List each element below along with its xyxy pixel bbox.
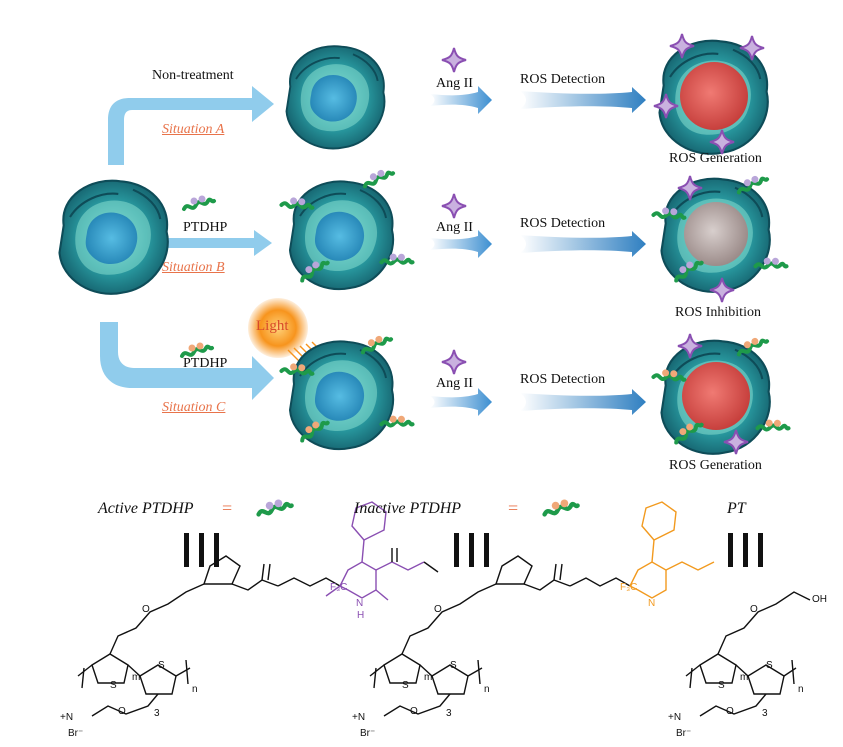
atom-h-active: H — [357, 610, 365, 621]
label-situation-a: Situation A — [162, 122, 225, 137]
structure-active-ptdhp — [77, 555, 341, 717]
legend-inactive-ptdhp-icon — [545, 500, 578, 515]
label-ang-ii-c: Ang II — [436, 376, 473, 391]
active-ptdhp-icon — [180, 340, 214, 358]
legend-pt: PT — [727, 500, 746, 517]
atom-s2-active: S — [158, 660, 165, 671]
active-ptdhp-icon — [182, 193, 216, 211]
equivalence-bars-inactive — [454, 533, 492, 567]
atom-br-active: Br⁻ — [68, 728, 84, 739]
cell-row-b — [289, 180, 395, 291]
arrow-ros-detection-c — [520, 389, 646, 415]
ang-ii-star-icon — [441, 47, 467, 73]
arrow-ros-detection-a — [520, 87, 646, 113]
subscript-m-inactive: m — [424, 672, 433, 683]
legend-equals-inactive: = — [508, 498, 519, 518]
atom-o2-inactive: O — [410, 706, 418, 717]
atom-o1-inactive: O — [434, 604, 442, 615]
subscript-n-inactive: n — [484, 684, 490, 695]
label-ang-ii-b: Ang II — [436, 220, 473, 235]
label-ros-generation-a: ROS Generation — [669, 151, 762, 166]
dhp-ring-active — [325, 501, 425, 601]
ester-active — [391, 548, 439, 573]
subscript-3a-inactive: 3 — [446, 708, 452, 719]
legend-active-ptdhp: Active PTDHP — [98, 500, 194, 517]
structure-inactive-ptdhp — [369, 555, 631, 717]
pyridine-ring-inactive — [629, 501, 715, 599]
arrow-ros-detection-b — [520, 231, 646, 257]
atom-o1-active: O — [142, 604, 150, 615]
atom-nplus-inactive: +N — [352, 712, 366, 723]
cell-ros-generation-a — [658, 39, 769, 155]
arrow-situation-b — [146, 230, 272, 256]
legend-active-ptdhp-icon — [259, 500, 292, 515]
light-icon — [248, 298, 308, 358]
atom-o2-pt: O — [726, 706, 734, 717]
equivalence-bars-active — [184, 533, 222, 567]
atom-n-active: N — [356, 598, 364, 609]
label-situation-c: Situation C — [162, 400, 226, 415]
atom-oh-pt: OH — [812, 594, 827, 605]
cell-row-a — [285, 45, 386, 150]
arrow-situation-c — [100, 322, 274, 400]
atom-s2-inactive: S — [450, 660, 457, 671]
label-ros-detection-a: ROS Detection — [520, 72, 606, 87]
ang-ii-star-icon — [441, 193, 467, 219]
atom-br-pt: Br⁻ — [676, 728, 692, 739]
cell-ros-generation-c — [660, 339, 771, 455]
structure-pt — [685, 591, 811, 717]
atom-s1-pt: S — [718, 680, 725, 691]
atom-br-inactive: Br⁻ — [360, 728, 376, 739]
atom-nplus-active: +N — [60, 712, 74, 723]
label-ros-detection-b: ROS Detection — [520, 216, 606, 231]
atom-cf3-active: F₃C — [330, 582, 348, 593]
cell-untreated-start — [58, 179, 169, 295]
subscript-n-pt: n — [798, 684, 804, 695]
atom-nplus-pt: +N — [668, 712, 682, 723]
label-situation-b: Situation B — [162, 260, 225, 275]
atom-s1-inactive: S — [402, 680, 409, 691]
label-ros-inhibition-b: ROS Inhibition — [675, 305, 761, 320]
atom-n-inactive: N — [648, 598, 656, 609]
arrow-ang-ii-c — [430, 388, 492, 416]
atom-o2-active: O — [118, 706, 126, 717]
cell-row-c — [289, 340, 395, 451]
subscript-m-pt: m — [740, 672, 749, 683]
equivalence-bars-pt — [728, 533, 766, 567]
legend-inactive-ptdhp: Inactive PTDHP — [354, 500, 462, 517]
subscript-n-active: n — [192, 684, 198, 695]
atom-cf3-inactive: F₃C — [620, 582, 638, 593]
inactive-ptdhp-icon — [358, 331, 395, 355]
subscript-m-active: m — [132, 672, 141, 683]
legend-equals-active: = — [222, 498, 233, 518]
atom-o1-pt: O — [750, 604, 758, 615]
label-ptdhp-b: PTDHP — [183, 220, 228, 235]
subscript-3a-active: 3 — [154, 708, 160, 719]
subscript-3-pt: 3 — [762, 708, 768, 719]
label-ros-detection-c: ROS Detection — [520, 372, 606, 387]
cell-ros-inhibition-b — [660, 177, 771, 293]
label-ang-ii-a: Ang II — [436, 76, 473, 91]
active-ptdhp-icon — [360, 165, 397, 189]
atom-s2-pt: S — [766, 660, 773, 671]
arrow-situation-a — [108, 86, 274, 165]
label-ros-generation-c: ROS Generation — [669, 458, 762, 473]
label-non-treatment: Non-treatment — [152, 68, 234, 83]
atom-s1-active: S — [110, 680, 117, 691]
label-ptdhp-c: PTDHP — [183, 356, 228, 371]
label-light: Light — [256, 318, 289, 334]
ang-ii-star-icon — [441, 349, 467, 375]
